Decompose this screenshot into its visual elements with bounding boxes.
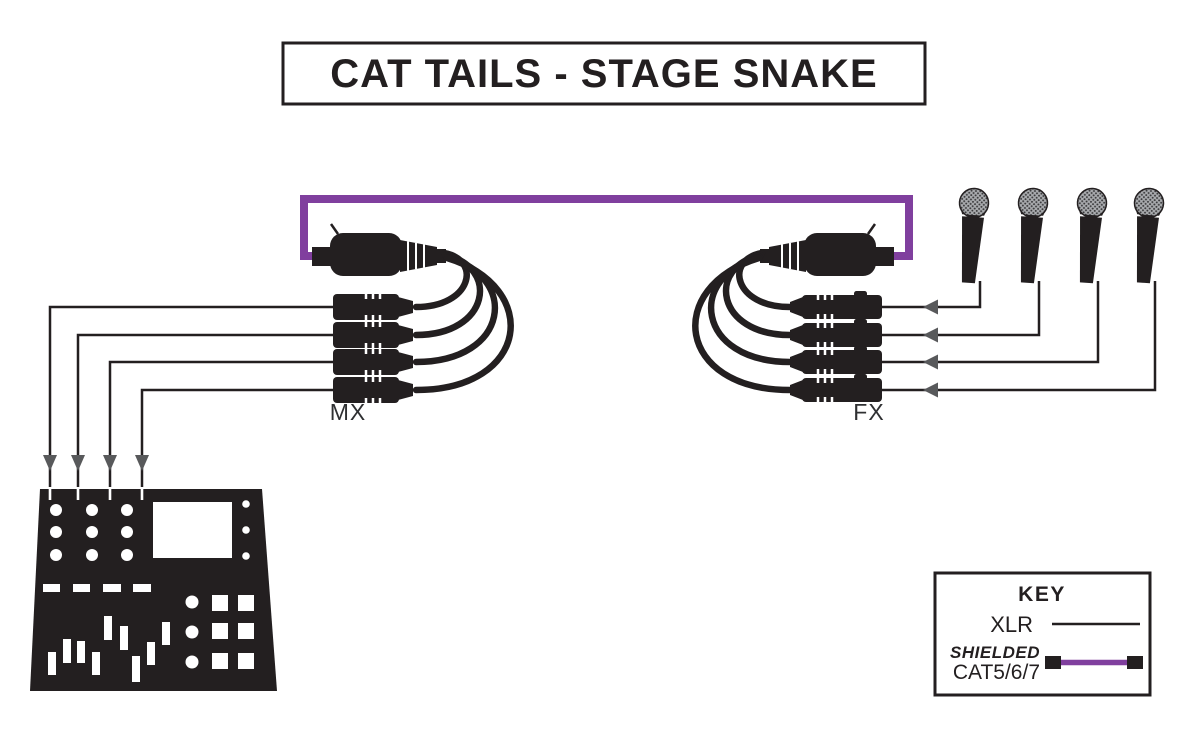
fx-latch-tab bbox=[866, 223, 877, 235]
mx-adapter-body bbox=[330, 233, 402, 276]
fx-xlr-tails bbox=[788, 289, 884, 404]
key-shielded-label: SHIELDED bbox=[950, 643, 1040, 662]
mx-xlr-tails bbox=[331, 292, 415, 405]
key-title: KEY bbox=[1018, 583, 1066, 606]
mixer-channel-dashes bbox=[43, 584, 151, 592]
fx-cable-exit bbox=[760, 249, 769, 263]
key-xlr-label: XLR bbox=[990, 612, 1033, 637]
microphone-icon bbox=[1128, 186, 1166, 285]
xlr-connector-icon bbox=[331, 292, 415, 322]
microphone-icon bbox=[1071, 186, 1109, 285]
mx-cable-exit bbox=[437, 249, 446, 263]
mx-cat-plug bbox=[312, 247, 334, 266]
title-box: CAT TAILS - STAGE SNAKE bbox=[281, 41, 927, 106]
signal-arrow-icon bbox=[923, 327, 938, 343]
mixer-connections bbox=[43, 305, 333, 487]
mx-tail-cables bbox=[412, 249, 514, 394]
xlr-connector-icon bbox=[788, 289, 884, 321]
mixer-screen bbox=[153, 502, 232, 558]
signal-arrow-icon bbox=[923, 382, 938, 398]
fx-breakout-adapter-icon bbox=[760, 223, 894, 276]
fx-label: FX bbox=[853, 399, 884, 425]
microphone-icon bbox=[1012, 186, 1050, 285]
signal-arrow-icon bbox=[103, 455, 117, 471]
mixer-side-leds bbox=[242, 500, 250, 560]
xlr-connector-icon bbox=[788, 344, 884, 376]
mixer-faders bbox=[48, 616, 170, 682]
signal-arrow-icon bbox=[923, 299, 938, 315]
key-shielded-cable-sample bbox=[1045, 656, 1143, 669]
microphone-icon bbox=[953, 186, 991, 285]
signal-arrow-icon bbox=[135, 455, 149, 471]
microphone-connections bbox=[882, 281, 1157, 398]
key-legend: KEY XLR SHIELDED CAT5/6/7 bbox=[933, 571, 1152, 697]
xlr-connector-icon bbox=[331, 320, 415, 350]
fx-cat-plug bbox=[872, 247, 894, 266]
mx-latch-tab bbox=[329, 223, 340, 235]
signal-arrow-icon bbox=[923, 354, 938, 370]
fx-tail-cables bbox=[692, 249, 794, 394]
mx-strain-relief bbox=[400, 240, 437, 272]
shielded-cat-cable bbox=[300, 195, 913, 260]
title-border bbox=[281, 41, 927, 106]
fx-strain-relief bbox=[769, 240, 806, 272]
mx-breakout-adapter-icon bbox=[312, 223, 446, 276]
microphones bbox=[953, 186, 1166, 285]
mixer-buttons bbox=[185, 595, 254, 669]
xlr-connector-icon bbox=[788, 372, 884, 404]
signal-arrow-icon bbox=[71, 455, 85, 471]
key-border bbox=[933, 571, 1152, 697]
xlr-connector-icon bbox=[788, 317, 884, 349]
key-cat-label: CAT5/6/7 bbox=[953, 661, 1040, 684]
signal-arrow-icon bbox=[43, 455, 57, 471]
xlr-connector-icon bbox=[331, 347, 415, 377]
mx-label: MX bbox=[330, 399, 367, 425]
page-title: CAT TAILS - STAGE SNAKE bbox=[330, 52, 877, 96]
mixer-icon bbox=[30, 489, 277, 691]
mixer-knobs bbox=[50, 504, 133, 561]
fx-adapter-body bbox=[804, 233, 876, 276]
